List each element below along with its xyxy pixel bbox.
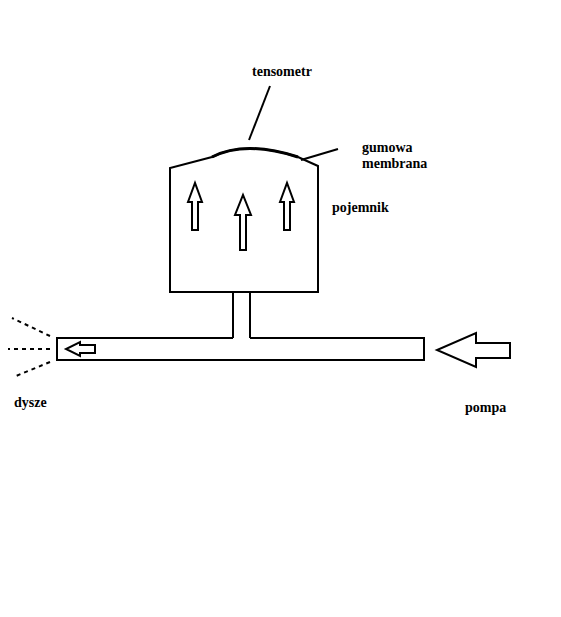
gauge-label: tensometr <box>252 64 342 80</box>
pressure-arrow <box>188 183 202 230</box>
main-pipe <box>57 338 424 360</box>
pressure-arrow <box>235 195 251 250</box>
container <box>170 149 318 293</box>
flow-arrow <box>66 342 95 356</box>
pump-label: pompa <box>465 400 545 416</box>
riser-pipe <box>233 293 250 338</box>
nozzle-spray <box>8 318 50 376</box>
pressure-arrow <box>280 183 294 230</box>
container-label: pojemnik <box>332 200 422 216</box>
rubber-membrane <box>212 149 298 158</box>
pump-arrow <box>437 333 510 367</box>
nozzle-label: dysze <box>14 395 84 411</box>
leader-line <box>249 86 270 140</box>
membrane-label: gumowa membrana <box>362 140 442 172</box>
leader-line <box>301 149 338 160</box>
